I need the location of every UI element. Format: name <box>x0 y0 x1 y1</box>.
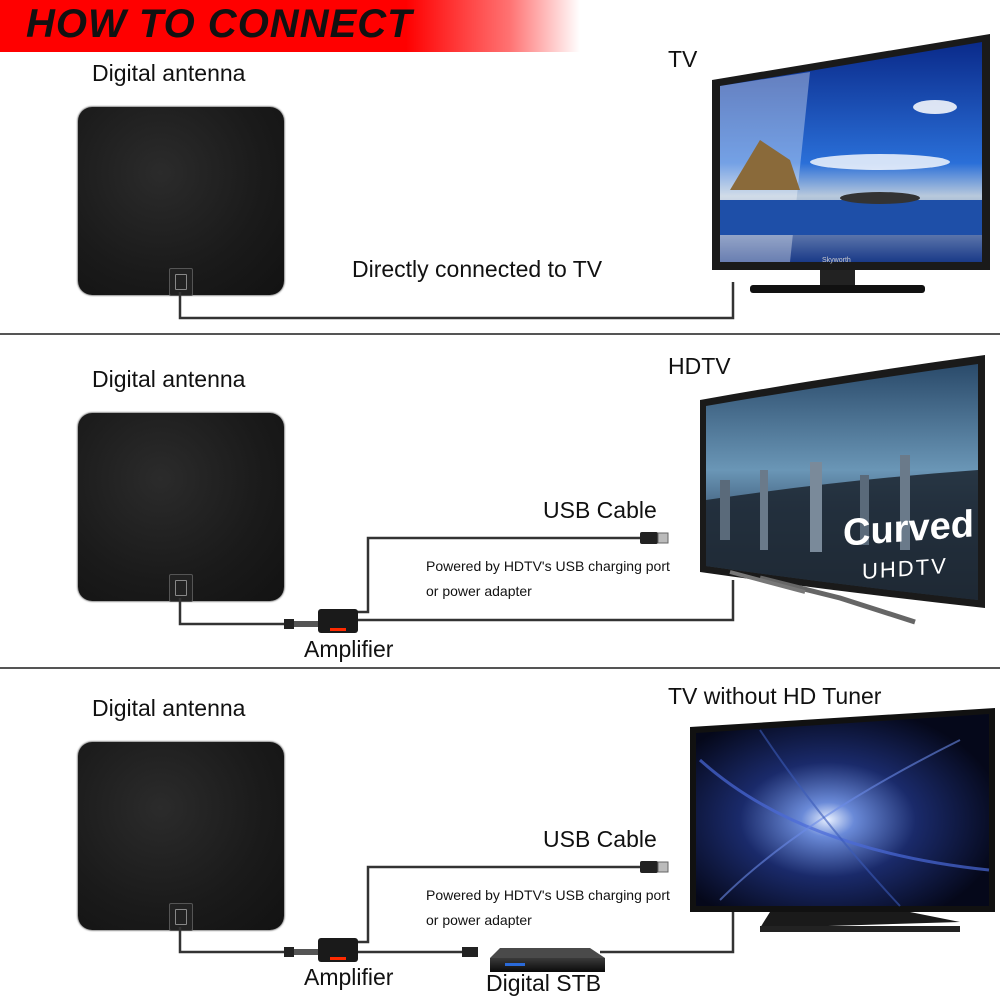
coax-cable <box>178 598 290 626</box>
section-divider <box>0 667 1000 669</box>
power-note-line-1: Powered by HDTV's USB charging port <box>426 558 670 574</box>
power-note-line-2: or power adapter <box>426 912 532 928</box>
antenna-image <box>78 413 284 601</box>
digital-stb-image <box>490 948 605 972</box>
connection-label: Directly connected to TV <box>352 256 603 282</box>
tv-image <box>690 708 995 932</box>
panel-1-graphics <box>178 34 990 320</box>
power-note-line-2: or power adapter <box>426 583 532 599</box>
tv-label: HDTV <box>668 353 731 379</box>
section-divider <box>0 333 1000 335</box>
usb-cable <box>355 865 640 944</box>
hdtv-image <box>700 355 985 625</box>
coax-plug-icon <box>462 947 478 957</box>
antenna-connector-icon <box>169 903 193 931</box>
coax-cable <box>600 910 735 954</box>
page-title: HOW TO CONNECT <box>26 2 413 46</box>
panel-2-graphics <box>178 355 985 633</box>
amplifier-icon <box>284 609 358 633</box>
antenna-label: Digital antenna <box>92 695 246 721</box>
tv-brand-logo: Skyworth <box>822 257 851 264</box>
antenna-image <box>78 742 284 930</box>
usb-plug-icon <box>640 861 669 873</box>
power-note-line-1: Powered by HDTV's USB charging port <box>426 887 670 903</box>
amplifier-icon <box>284 938 358 962</box>
coax-cable <box>178 927 290 954</box>
usb-plug-icon <box>640 532 669 544</box>
header-banner: HOW TO CONNECT <box>0 0 580 52</box>
coax-cable <box>178 282 735 320</box>
tv-label: TV <box>668 46 698 72</box>
usb-cable <box>355 536 640 614</box>
usb-cable-label: USB Cable <box>543 497 657 523</box>
antenna-label: Digital antenna <box>92 60 246 86</box>
amplifier-label: Amplifier <box>304 636 394 662</box>
coax-cable <box>355 580 735 622</box>
usb-cable-label: USB Cable <box>543 826 657 852</box>
antenna-image <box>78 107 284 295</box>
antenna-connector-icon <box>169 574 193 602</box>
digital-stb-label: Digital STB <box>486 970 602 996</box>
antenna-connector-icon <box>169 268 193 296</box>
tv-image <box>712 34 990 293</box>
amplifier-label: Amplifier <box>304 964 394 990</box>
tv-label: TV without HD Tuner <box>668 683 882 709</box>
antenna-label: Digital antenna <box>92 366 246 392</box>
